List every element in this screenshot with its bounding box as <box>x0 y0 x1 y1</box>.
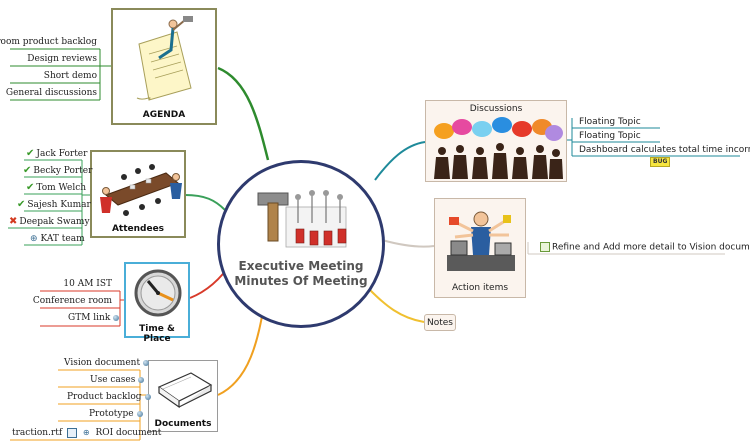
time-item[interactable]: 10 AM IST <box>63 279 112 289</box>
attendee-kat[interactable]: ⊕KAT team <box>30 234 85 245</box>
attendee-tom[interactable]: ✔Tom Welch <box>26 182 86 194</box>
attendee-deepak[interactable]: ✖Deepak Swamy <box>9 216 90 228</box>
paper-stack-icon <box>157 372 213 409</box>
attendee-jack[interactable]: ✔Jack Forter <box>26 148 87 160</box>
check-icon: ✔ <box>23 165 32 176</box>
multitasking-person-icon <box>447 211 515 271</box>
place-item[interactable]: Conference room <box>32 296 112 306</box>
discussion-dashboard-bug[interactable]: Dashboard calculates total time incorrec… <box>579 145 750 155</box>
action-item-label: Refine and Add more detail to Vision doc… <box>552 242 750 253</box>
agenda-item-design[interactable]: Design reviews <box>27 54 97 64</box>
documents-topic[interactable]: Documents <box>148 360 218 432</box>
discussion-floating-topic-2[interactable]: Floating Topic <box>579 131 641 141</box>
attendee-name: Tom Welch <box>36 183 87 193</box>
agenda-item-demo[interactable]: Short demo <box>43 71 97 81</box>
doc-product-backlog[interactable]: Product backlog <box>67 392 151 403</box>
central-title-line2: Minutes Of Meeting <box>234 274 368 288</box>
link-icon <box>138 376 145 383</box>
doc-label: Product backlog <box>67 392 142 402</box>
scroll-icon <box>136 16 193 101</box>
plus-circle-icon: ⊕ <box>30 234 38 244</box>
attachment-label: traction.rtf <box>12 428 63 438</box>
attendee-name: Deepak Swamy <box>19 217 90 227</box>
doc-roi[interactable]: traction.rtf ⊕ ROI document <box>12 427 161 439</box>
central-title-line1: Executive Meeting <box>238 259 364 273</box>
check-icon: ✔ <box>26 182 35 193</box>
agenda-topic[interactable]: AGENDA <box>111 8 217 125</box>
notes-title: Notes <box>427 318 453 328</box>
attendee-name: Sajesh Kumar <box>27 200 91 210</box>
documents-title: Documents <box>154 419 212 429</box>
action-items-title: Action items <box>451 283 509 293</box>
gtm-link-item[interactable]: GTM link <box>68 313 120 324</box>
agenda-item-groom[interactable]: Groom product backlog <box>0 37 97 47</box>
link-icon <box>136 410 143 417</box>
time-place-topic[interactable]: Time & Place <box>124 262 190 344</box>
meeting-hammer-icon <box>257 190 347 248</box>
doc-prototype[interactable]: Prototype <box>89 409 143 420</box>
action-item-refine[interactable]: Refine and Add more detail to Vision doc… <box>540 242 750 254</box>
check-icon: ✔ <box>26 148 35 159</box>
link-icon <box>143 359 150 366</box>
attendee-becky[interactable]: ✔Becky Porter <box>23 165 92 177</box>
discussions-title: Discussions <box>469 104 523 114</box>
link-icon <box>144 393 151 400</box>
time-place-title: Time & Place <box>139 324 175 344</box>
gtm-link-label: GTM link <box>68 313 111 323</box>
central-title: Executive Meeting Minutes Of Meeting <box>220 259 382 289</box>
discussions-topic[interactable]: Discussions <box>425 100 567 182</box>
file-attachment-icon <box>67 427 78 438</box>
check-icon: ✔ <box>17 199 26 210</box>
meeting-table-icon <box>100 164 182 216</box>
task-icon <box>540 242 550 252</box>
attendee-name: Jack Forter <box>36 149 88 159</box>
clock-icon <box>134 269 182 317</box>
notes-topic[interactable]: Notes <box>424 314 456 331</box>
plus-circle-icon: ⊕ <box>82 428 90 437</box>
link-icon <box>113 314 120 321</box>
attendees-title: Attendees <box>111 224 165 234</box>
doc-label: Use cases <box>90 375 136 385</box>
cross-icon: ✖ <box>9 216 18 227</box>
doc-label: ROI document <box>95 428 162 438</box>
speech-bubbles-icon <box>434 117 563 179</box>
agenda-item-general[interactable]: General discussions <box>5 88 97 98</box>
doc-vision[interactable]: Vision document <box>64 358 150 369</box>
attendee-sajesh[interactable]: ✔Sajesh Kumar <box>17 199 91 211</box>
bug-tag: BUG <box>650 157 671 167</box>
doc-use-cases[interactable]: Use cases <box>90 375 145 386</box>
attendee-name: KAT team <box>40 234 85 244</box>
attendees-topic[interactable]: Attendees <box>90 150 186 238</box>
central-topic[interactable]: Executive Meeting Minutes Of Meeting <box>217 160 385 328</box>
doc-label: Vision document <box>64 358 141 368</box>
doc-label: Prototype <box>89 409 134 419</box>
attendee-name: Becky Porter <box>33 166 93 176</box>
agenda-title: AGENDA <box>142 110 186 120</box>
discussion-floating-topic-1[interactable]: Floating Topic <box>579 117 641 127</box>
action-items-topic[interactable]: Action items <box>434 198 526 298</box>
